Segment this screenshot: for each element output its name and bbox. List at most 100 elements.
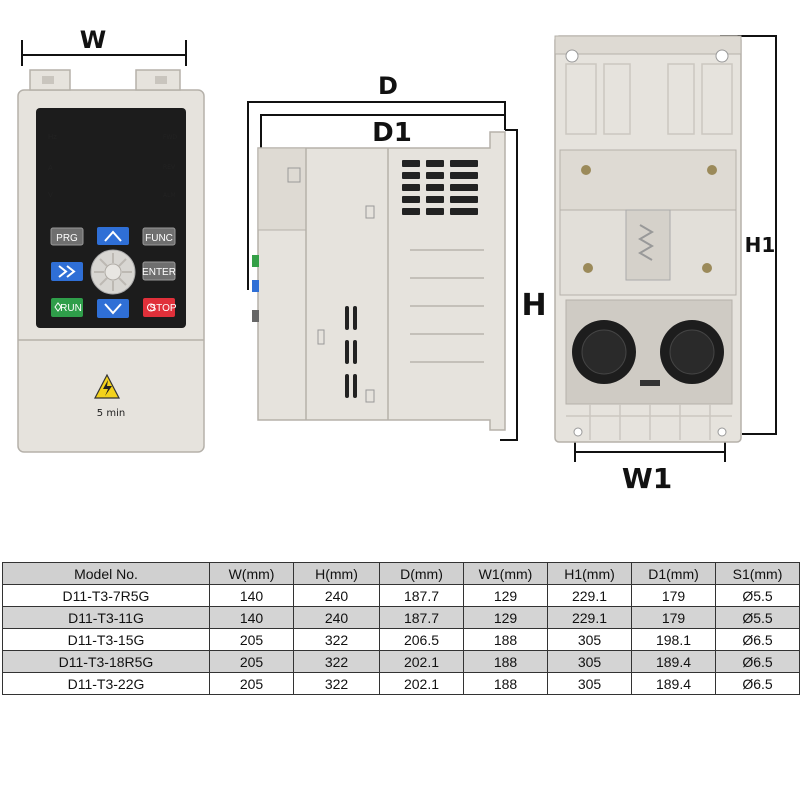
header-h1: H1(mm) — [547, 562, 632, 585]
cell-h1: 305 — [547, 628, 632, 651]
dimension-drawing: W Hz A V FWD REV ALM PRG FUNC — [17, 26, 777, 495]
cell-h1: 305 — [547, 672, 632, 695]
cell-model: D11-T3-22G — [2, 672, 210, 695]
cell-w1: 129 — [463, 606, 548, 629]
front-top-tab — [29, 69, 181, 91]
cell-h: 322 — [293, 650, 380, 673]
d1-dimension — [260, 114, 505, 152]
cell-d1: 179 — [631, 584, 716, 607]
svg-text:ENTER: ENTER — [142, 267, 176, 278]
cell-d: 202.1 — [379, 672, 464, 695]
mounting-hole — [717, 427, 727, 437]
cell-model: D11-T3-11G — [2, 606, 210, 629]
d1-label: D1 — [372, 118, 412, 148]
front-view: W Hz A V FWD REV ALM PRG FUNC — [17, 26, 205, 453]
fwd-indicator: FWD — [163, 134, 177, 141]
table-row: D11-T3-22G 205 322 202.1 188 305 189.4 Ø… — [2, 672, 800, 695]
prg-key[interactable]: PRG — [50, 227, 84, 246]
mounting-hole — [573, 427, 583, 437]
table-row: D11-T3-15G 205 322 206.5 188 305 198.1 Ø… — [2, 628, 800, 651]
run-label: RUN — [60, 303, 82, 314]
stop-icon — [147, 303, 155, 312]
table-row: D11-T3-18R5G 205 322 202.1 188 305 189.4… — [2, 650, 800, 673]
mounting-hole — [565, 49, 579, 63]
w1-label: W1 — [622, 462, 672, 495]
cell-d1: 179 — [631, 606, 716, 629]
cell-h: 322 — [293, 672, 380, 695]
run-icon — [54, 302, 62, 312]
shift-key[interactable] — [51, 262, 83, 281]
header-h: H(mm) — [293, 562, 380, 585]
cell-model: D11-T3-7R5G — [2, 584, 210, 607]
cell-d: 187.7 — [379, 606, 464, 629]
cell-s1: Ø6.5 — [715, 628, 800, 651]
cell-model: D11-T3-15G — [2, 628, 210, 651]
side-vent — [345, 160, 478, 398]
chevron-up-icon — [104, 230, 122, 242]
keypad-panel — [36, 108, 186, 328]
rev-indicator: REV — [163, 164, 176, 171]
h1-dimension — [720, 35, 777, 435]
back-view: H1 W1 — [554, 35, 777, 495]
cell-d: 206.5 — [379, 628, 464, 651]
header-w1: W1(mm) — [463, 562, 548, 585]
cell-w1: 129 — [463, 584, 548, 607]
header-model: Model No. — [2, 562, 210, 585]
cell-h1: 305 — [547, 650, 632, 673]
h-label: H — [521, 288, 546, 323]
cell-h1: 229.1 — [547, 606, 632, 629]
cell-h: 240 — [293, 606, 380, 629]
svg-text:FUNC: FUNC — [145, 233, 173, 244]
up-key[interactable] — [97, 227, 129, 245]
cell-w1: 188 — [463, 650, 548, 673]
side-housing — [257, 131, 506, 431]
potentiometer-knob[interactable] — [90, 249, 136, 295]
cell-d1: 189.4 — [631, 650, 716, 673]
cell-d1: 189.4 — [631, 672, 716, 695]
cell-d: 187.7 — [379, 584, 464, 607]
cell-h: 240 — [293, 584, 380, 607]
table-row: D11-T3-7R5G 140 240 187.7 129 229.1 179 … — [2, 584, 800, 607]
chevron-down-icon — [104, 303, 122, 315]
mounting-hole — [715, 49, 729, 63]
down-key[interactable] — [97, 299, 129, 318]
cell-h: 322 — [293, 628, 380, 651]
cell-w1: 188 — [463, 672, 548, 695]
alm-indicator: ALM — [163, 192, 176, 199]
enter-key[interactable]: ENTER — [142, 261, 176, 281]
header-s1: S1(mm) — [715, 562, 800, 585]
double-chevron-right-icon — [58, 265, 76, 278]
cell-s1: Ø6.5 — [715, 672, 800, 695]
table-header-row: Model No. W(mm) H(mm) D(mm) W1(mm) H1(mm… — [2, 562, 800, 585]
table-row: D11-T3-11G 140 240 187.7 129 229.1 179 Ø… — [2, 606, 800, 629]
v-indicator: V — [48, 191, 53, 199]
side-view: D D1 H — [247, 72, 547, 441]
cell-w: 205 — [209, 672, 294, 695]
cell-s1: Ø5.5 — [715, 584, 800, 607]
cell-s1: Ø5.5 — [715, 606, 800, 629]
a-indicator: A — [48, 164, 53, 172]
header-d: D(mm) — [379, 562, 464, 585]
cell-w1: 188 — [463, 628, 548, 651]
d-label: D — [378, 72, 398, 100]
hz-indicator: Hz — [48, 133, 57, 141]
stop-label: STOP — [149, 303, 176, 314]
h1-label: H1 — [745, 233, 776, 257]
cell-w: 140 — [209, 606, 294, 629]
svg-text:PRG: PRG — [56, 233, 78, 244]
cell-w: 205 — [209, 650, 294, 673]
cell-w: 140 — [209, 584, 294, 607]
spec-table: Model No. W(mm) H(mm) D(mm) W1(mm) H1(mm… — [2, 562, 800, 695]
stop-key[interactable]: STOP — [143, 298, 177, 317]
cell-h1: 229.1 — [547, 584, 632, 607]
cell-s1: Ø6.5 — [715, 650, 800, 673]
h-dimension — [500, 129, 518, 441]
w-label: W — [80, 26, 106, 54]
cell-w: 205 — [209, 628, 294, 651]
cell-model: D11-T3-18R5G — [2, 650, 210, 673]
func-key[interactable]: FUNC — [142, 227, 176, 246]
header-w: W(mm) — [209, 562, 294, 585]
run-key[interactable]: RUN — [51, 298, 83, 317]
w-dimension — [21, 40, 187, 66]
warning-time: 5 min — [97, 408, 125, 419]
